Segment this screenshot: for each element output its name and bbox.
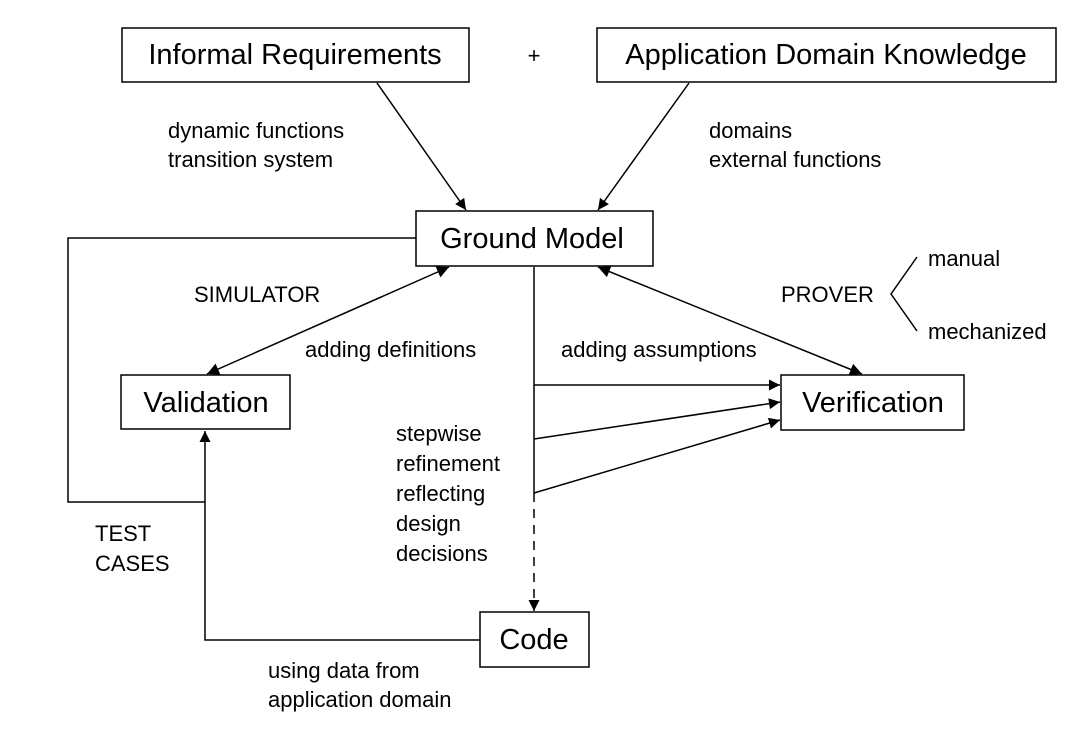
code-to-validation-arrow <box>199 431 480 641</box>
test-label: TEST <box>95 521 151 546</box>
ground-model-validation-double-arrow <box>206 266 450 375</box>
code-label: Code <box>499 624 568 656</box>
prover-fork <box>890 256 918 332</box>
reflecting-label: reflecting <box>396 481 485 506</box>
refinement-to-verification-arrow-3 <box>533 417 781 494</box>
informal-requirements-label: Informal Requirements <box>148 39 441 71</box>
ground-model-label: Ground Model <box>440 223 624 255</box>
external-functions-label: external functions <box>709 147 881 172</box>
cases-label: CASES <box>95 551 170 576</box>
manual-label: manual <box>928 246 1000 271</box>
code-box: Code <box>479 611 590 668</box>
using-data-from-label: using data from <box>268 658 420 683</box>
mechanized-label: mechanized <box>928 319 1047 344</box>
ground-model-feedback-loop <box>67 237 416 503</box>
ground-model-box: Ground Model <box>415 210 654 267</box>
verification-box: Verification <box>780 374 965 431</box>
prover-label: PROVER <box>781 282 874 307</box>
simulator-label: SIMULATOR <box>194 282 320 307</box>
validation-label: Validation <box>143 387 268 419</box>
dynamic-functions-label: dynamic functions <box>168 118 344 143</box>
stepwise-label: stepwise <box>396 421 482 446</box>
application-domain-knowledge-box: Application Domain Knowledge <box>596 27 1057 83</box>
ground-model-verification-double-arrow <box>597 265 863 376</box>
informal-requirements-box: Informal Requirements <box>121 27 470 83</box>
transition-system-label: transition system <box>168 147 333 172</box>
refinement-to-verification-arrow-2 <box>533 398 781 440</box>
application-domain-label: application domain <box>268 687 451 712</box>
plus-sign: + <box>528 43 541 68</box>
decisions-label: decisions <box>396 541 488 566</box>
requirements-to-ground-model-arrow <box>376 82 467 211</box>
design-label: design <box>396 511 461 536</box>
domain-knowledge-to-ground-model-arrow <box>597 82 690 211</box>
refinement-label: refinement <box>396 451 500 476</box>
adding-assumptions-label: adding assumptions <box>561 337 757 362</box>
verification-label: Verification <box>802 387 944 419</box>
adding-definitions-label: adding definitions <box>305 337 476 362</box>
domains-label: domains <box>709 118 792 143</box>
validation-box: Validation <box>120 374 291 430</box>
application-domain-knowledge-label: Application Domain Knowledge <box>625 39 1026 71</box>
